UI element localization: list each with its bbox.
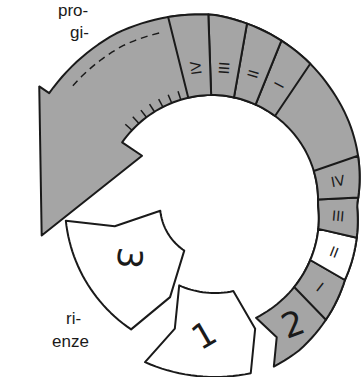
segment-shape	[318, 197, 358, 237]
spiral-arrow: 2IIIIIIIVIIIIIIIV	[36, 11, 363, 370]
text-fragment: ri-	[66, 310, 81, 327]
shape-outline	[165, 11, 215, 101]
tick-mark	[125, 124, 132, 130]
label-anchor: enze	[52, 333, 89, 350]
tick-mark	[141, 110, 147, 117]
arrow-shape	[66, 211, 184, 330]
segment-shape	[168, 14, 211, 97]
label-anchor: ri-	[66, 310, 81, 327]
tick-mark	[168, 95, 172, 103]
tick-mark	[133, 117, 139, 124]
text-fragment: pro-	[58, 2, 88, 19]
label-anchor: gi-	[70, 24, 89, 41]
phase-numeral: III	[331, 208, 345, 223]
tick-mark	[150, 104, 155, 112]
phase-segment: IV	[310, 152, 363, 203]
text-fragment: gi-	[70, 24, 89, 41]
tick-mark	[178, 91, 181, 100]
phase-segment: III	[315, 194, 362, 241]
text-fragment: enze	[52, 333, 89, 350]
step-number: 3	[112, 246, 148, 271]
phase-numeral: III	[217, 61, 232, 74]
label-anchor: pro-	[58, 2, 88, 19]
tick-mark	[159, 99, 163, 107]
phase-numeral: IV	[188, 60, 204, 76]
segment-shape	[208, 15, 247, 98]
segment-shape	[314, 156, 360, 200]
spiral-band	[39, 14, 359, 366]
phase-segment: IV	[165, 11, 215, 101]
phase-numeral: IV	[330, 173, 346, 189]
